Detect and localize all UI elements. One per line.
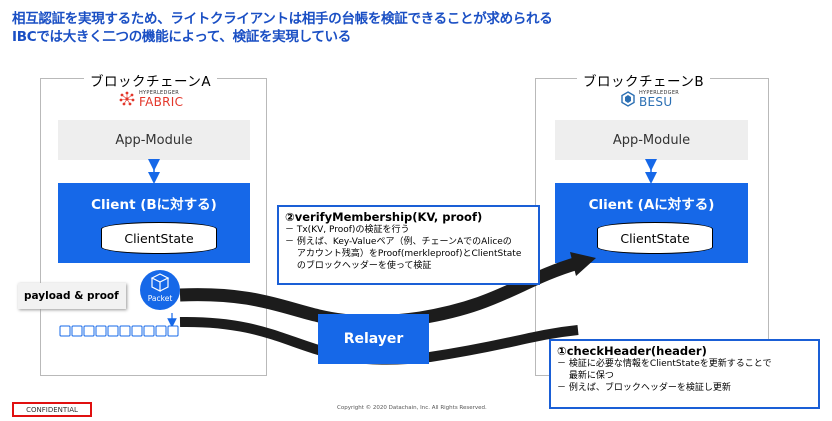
besu-logo-text: BESU: [639, 95, 673, 109]
client-a-label: Client (Bに対する): [91, 197, 217, 213]
upper-curve-arrowhead: [570, 252, 596, 276]
chain-b-label: ブロックチェーンB: [577, 70, 711, 90]
check-header-heading: ①checkHeader(header): [557, 344, 707, 358]
fabric-logo-small: HYPERLEDGER: [139, 90, 180, 96]
verify-membership-line-3: アカウント残高）をProof(merkleproof)とClientState: [285, 249, 522, 259]
check-header-line-3: － 例えば、ブロックヘッダーを検証し更新: [557, 383, 731, 393]
box-icon: [150, 273, 170, 292]
verify-membership-line-1: － Tx(KV, Proof)の検証を行う: [285, 225, 410, 235]
block-row: [59, 325, 179, 337]
chain-a-label: ブロックチェーンA: [84, 70, 218, 90]
title-line-1: 相互認証を実現するため、ライトクライアントは相手の台帳を検証できることが求められ…: [12, 11, 553, 27]
relayer-box: Relayer: [318, 314, 429, 364]
packet-label: Packet: [147, 294, 173, 303]
app-module-a: App-Module: [58, 120, 250, 160]
besu-logo-small: HYPERLEDGER: [639, 90, 680, 96]
fabric-logo-text: FABRIC: [139, 95, 184, 109]
title-line-2: IBCでは大きく二つの機能によって、検証を実現している: [12, 29, 351, 45]
verify-membership-note: ②verifyMembership(KV, proof) － Tx(KV, Pr…: [277, 205, 540, 285]
verify-membership-line-2: － 例えば、Key-Valueペア（例、チェーンAでのAliceの: [285, 237, 512, 247]
besu-logo-icon: [621, 91, 635, 107]
check-header-line-1: － 検証に必要な情報をClientStateを更新することで: [557, 359, 772, 369]
check-header-line-2: 最新に保つ: [557, 371, 614, 381]
besu-logo: HYPERLEDGER BESU: [620, 90, 679, 108]
fabric-logo: HYPERLEDGER FABRIC: [118, 90, 183, 108]
confidential-badge: CONFIDENTIAL: [12, 402, 92, 417]
client-state-b: ClientState: [597, 222, 713, 254]
verify-membership-line-4: のブロックヘッダーを使って検証: [285, 261, 432, 271]
fabric-logo-icon: [119, 91, 135, 106]
copyright-text: Copyright © 2020 Datachain, Inc. All Rig…: [337, 405, 487, 411]
client-b-label: Client (Aに対する): [588, 197, 715, 213]
client-state-a: ClientState: [101, 222, 217, 254]
verify-membership-heading: ②verifyMembership(KV, proof): [285, 210, 483, 224]
payload-callout: payload & proof: [18, 283, 126, 309]
check-header-note: ①checkHeader(header) － 検証に必要な情報をClientSt…: [549, 339, 820, 409]
app-module-b: App-Module: [555, 120, 748, 160]
